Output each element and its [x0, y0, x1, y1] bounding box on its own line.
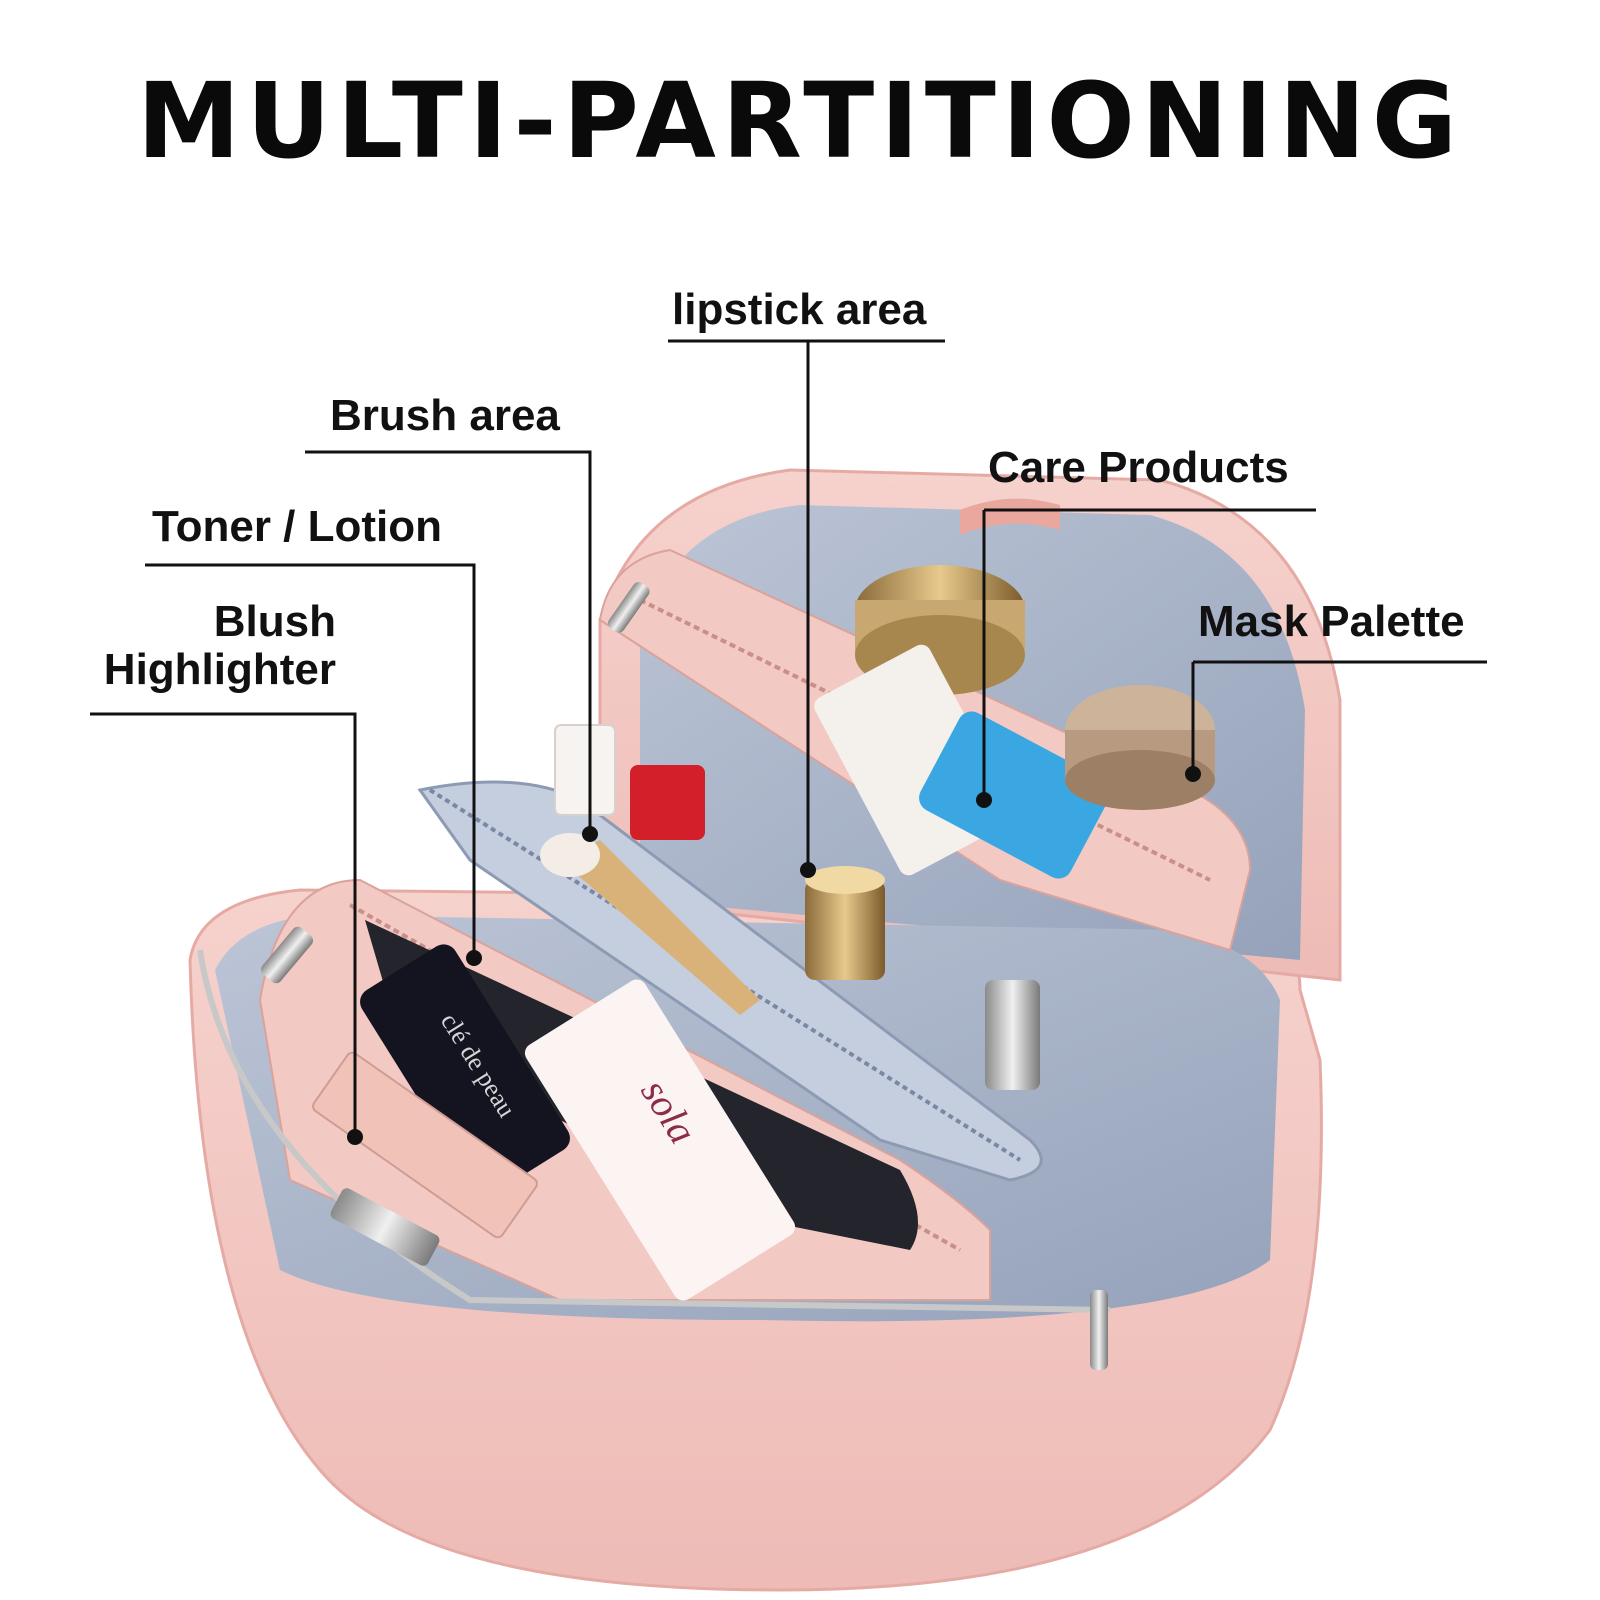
lipstick-silver [985, 980, 1040, 1090]
blush-highlighter-label: Blush Highlighter [86, 597, 336, 695]
zipper-pull-left [260, 926, 314, 984]
front-zipper [197, 949, 1111, 1313]
blush-compact [312, 1051, 538, 1239]
logo-plate [330, 1188, 440, 1266]
lipstick-area-label: lipstick area [672, 285, 927, 334]
page-title: MULTI-PARTITIONING [136, 60, 1464, 182]
toner-bottle [360, 944, 570, 1196]
care-tube-blue [919, 711, 1111, 879]
care-products-label: Care Products [988, 443, 1289, 492]
leader-lines [90, 339, 1487, 1137]
lipstick-gold [805, 880, 885, 980]
leader-dots [347, 766, 1201, 1145]
lotion-tube [524, 979, 796, 1301]
mask-palette-label: Mask Palette [1198, 597, 1465, 646]
lipstick-red [630, 765, 705, 840]
zipper-pull-back [607, 582, 650, 633]
leader-care [982, 508, 1316, 800]
blush-label-line2: Highlighter [103, 645, 336, 695]
zipper-pull-front [1090, 1290, 1108, 1370]
makeup-brush [560, 840, 760, 1015]
leader-brush [305, 450, 592, 834]
lipstick-white [554, 724, 616, 816]
leader-lipstick [668, 339, 945, 870]
toner-lotion-label: Toner / Lotion [152, 502, 443, 551]
brush-area-label: Brush area [330, 391, 560, 440]
leader-mask [1191, 660, 1487, 774]
leader-blush [90, 712, 357, 1137]
leader-toner [145, 563, 476, 958]
blush-label-line1: Blush [213, 597, 336, 646]
